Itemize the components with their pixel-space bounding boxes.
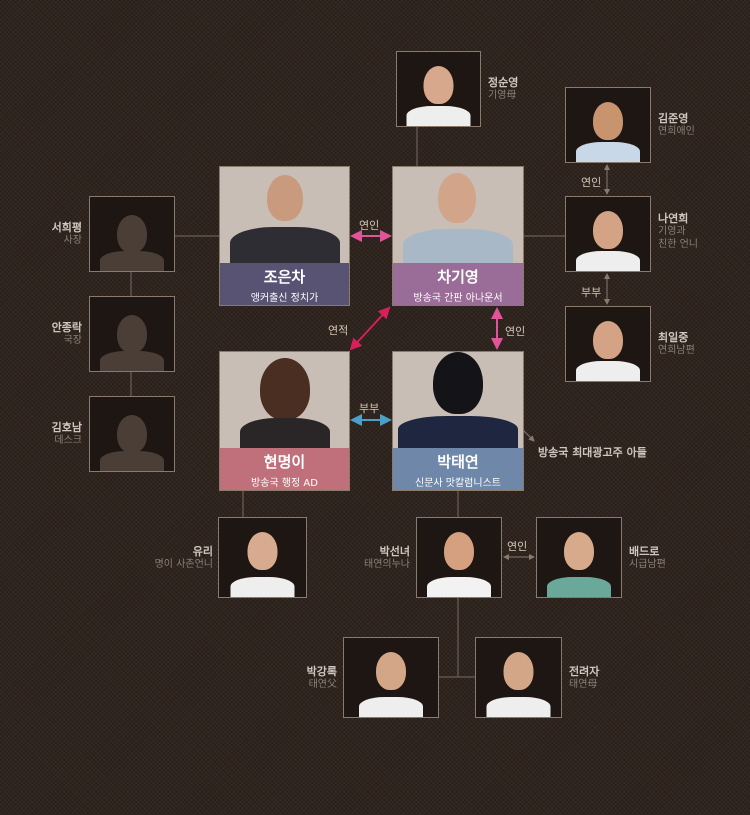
character-name: 유리 bbox=[192, 545, 213, 558]
portrait bbox=[476, 648, 561, 717]
character-name: 조은차 bbox=[263, 268, 306, 286]
character-card[interactable] bbox=[416, 517, 502, 598]
character-role: 시급남편 bbox=[629, 559, 666, 570]
character-card[interactable] bbox=[396, 51, 481, 127]
character-name: 배드로 bbox=[629, 545, 660, 558]
portrait bbox=[220, 352, 349, 453]
portrait bbox=[566, 207, 650, 271]
character-name: 서희평 bbox=[51, 221, 82, 234]
character-card[interactable] bbox=[89, 196, 175, 272]
character-role: 태연의누나 bbox=[364, 559, 410, 570]
character-name: 현명이 bbox=[263, 453, 306, 471]
character-name: 안종락 bbox=[51, 321, 82, 334]
character-name: 김호남 bbox=[51, 421, 82, 434]
character-card[interactable] bbox=[475, 637, 562, 718]
portrait bbox=[537, 528, 621, 597]
character-name: 박강록 bbox=[306, 665, 337, 678]
character-card[interactable] bbox=[89, 296, 175, 372]
character-role: 앵커출신 정치가 bbox=[250, 293, 319, 304]
relation-label: 연인 bbox=[507, 540, 528, 553]
portrait bbox=[393, 352, 523, 449]
portrait bbox=[344, 648, 438, 717]
character-role: 명이 사촌언니 bbox=[154, 559, 213, 570]
relation-label: 연인 bbox=[359, 219, 380, 232]
character-role: 방송국 행정 AD bbox=[251, 478, 318, 489]
character-name: 정순영 bbox=[488, 76, 519, 89]
character-name: 전려자 bbox=[569, 665, 600, 678]
silhouette-icon bbox=[90, 207, 174, 271]
character-role: 태연母 bbox=[569, 679, 598, 690]
portrait bbox=[397, 62, 480, 126]
character-role: 데스크 bbox=[54, 435, 82, 446]
character-card[interactable] bbox=[565, 196, 651, 272]
portrait bbox=[566, 317, 650, 381]
character-card[interactable] bbox=[89, 396, 175, 472]
portrait bbox=[219, 528, 306, 597]
character-role: 태연父 bbox=[308, 679, 337, 690]
character-role: 기영母 bbox=[488, 90, 517, 101]
portrait bbox=[417, 528, 501, 597]
portrait bbox=[393, 167, 523, 269]
silhouette-icon bbox=[90, 307, 174, 371]
character-name: 최일중 bbox=[658, 331, 689, 344]
portrait bbox=[566, 98, 650, 162]
relation-label: 부부 bbox=[581, 286, 602, 299]
character-card[interactable] bbox=[218, 517, 307, 598]
character-role: 기영과 bbox=[658, 226, 686, 237]
character-role: 국장 bbox=[63, 335, 82, 346]
character-role: 신문사 맛칼럼니스트 bbox=[415, 478, 501, 489]
character-name: 김준영 bbox=[658, 112, 689, 125]
character-card[interactable] bbox=[536, 517, 622, 598]
character-name: 차기영 bbox=[437, 268, 479, 286]
relation-label: 부부 bbox=[359, 402, 380, 415]
character-role: 사장 bbox=[63, 235, 82, 246]
rival-arrow bbox=[349, 306, 391, 351]
character-role: 연희애인 bbox=[658, 126, 695, 137]
relation-label: 연인 bbox=[505, 325, 526, 338]
character-card[interactable] bbox=[565, 87, 651, 163]
portrait bbox=[220, 167, 349, 267]
character-role: 방송국 간판 아나운서 bbox=[413, 293, 503, 304]
character-name: 나연희 bbox=[658, 212, 689, 225]
character-card[interactable] bbox=[565, 306, 651, 382]
relation-label: 연인 bbox=[581, 176, 602, 189]
character-role: 친한 언니 bbox=[658, 239, 698, 250]
relation-label: 연적 bbox=[328, 324, 349, 337]
character-role: 연희남편 bbox=[658, 345, 695, 356]
note-label: 방송국 최대광고주 아들 bbox=[538, 446, 647, 459]
character-name: 박태연 bbox=[437, 453, 479, 471]
silhouette-icon bbox=[90, 407, 174, 471]
character-card[interactable] bbox=[343, 637, 439, 718]
character-name: 박선녀 bbox=[379, 545, 410, 558]
